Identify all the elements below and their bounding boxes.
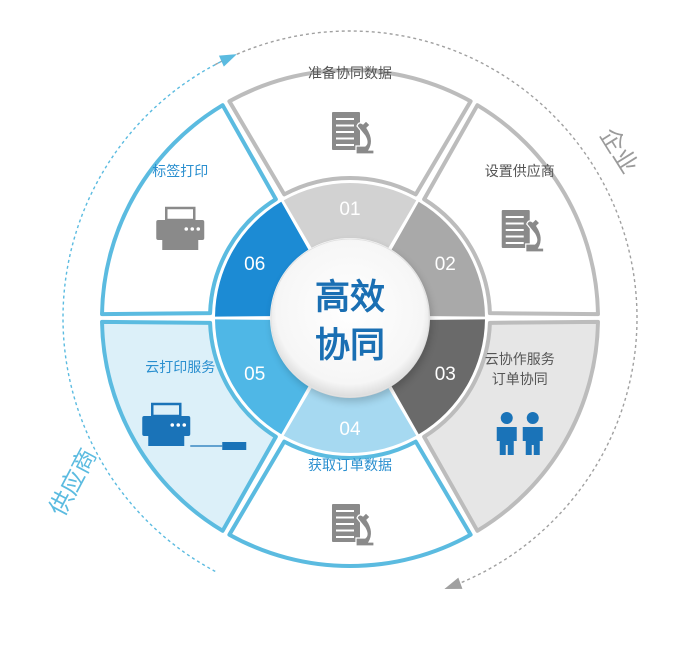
supplier-arrowhead-icon: [218, 54, 237, 67]
two-people-icon: [496, 412, 543, 455]
document-line: [336, 510, 354, 512]
document-line: [505, 242, 524, 244]
printer-button-dot: [176, 423, 181, 427]
printer-button-dot: [190, 227, 195, 231]
ring-wedge-shape: [391, 319, 485, 435]
enterprise-arrowhead-icon: [444, 577, 463, 590]
step-number: 05: [244, 364, 265, 385]
segment-04: 获取订单数据: [227, 439, 473, 568]
segment-label: 准备协同数据: [308, 65, 392, 82]
step-number: 01: [339, 199, 360, 220]
microscope-shape: [525, 218, 545, 253]
center-disc: [270, 238, 430, 398]
document-line: [505, 235, 524, 238]
segment-label: 标签打印: [152, 163, 208, 180]
person-body-shape: [496, 427, 517, 455]
segment-05: 云打印服务: [100, 319, 278, 533]
step-number: 04: [339, 419, 361, 440]
supplier-cycle-arrow: [62, 59, 225, 573]
printer-button-dot: [184, 227, 189, 231]
usb-plug-shape: [222, 442, 247, 450]
center-title-line1: 高效: [315, 278, 385, 318]
ring-wedge-06: 06: [215, 201, 309, 317]
document-line: [505, 229, 524, 231]
ring-wedge-shape: [283, 388, 417, 453]
document-line: [336, 536, 354, 538]
segment-shape: [422, 103, 600, 317]
step-number: 06: [244, 254, 265, 275]
document-line: [336, 137, 354, 140]
segment-label: 设置供应商: [485, 163, 555, 180]
document-microscope-icon: [332, 112, 375, 155]
document-line: [505, 222, 524, 225]
number-ring: 01 02 03 04 05 06: [215, 183, 485, 453]
segment-shape: [422, 319, 600, 533]
segment-06: 标签打印: [100, 103, 278, 317]
center-title-line2: 协同: [315, 326, 385, 366]
person-body-shape: [522, 427, 543, 455]
ring-wedge-05: 05: [215, 319, 309, 435]
segment-shape: [100, 103, 278, 317]
ring-wedge-shape: [283, 183, 417, 248]
document-line: [336, 523, 354, 525]
printer-button-dot: [182, 423, 187, 427]
printer-body-shape: [156, 220, 205, 240]
document-line: [336, 131, 354, 133]
segment-label: 获取订单数据: [308, 458, 392, 474]
ring-wedge-04: 04: [283, 388, 417, 453]
document-line: [505, 216, 524, 218]
person-head-shape: [526, 412, 539, 424]
document-line: [336, 516, 354, 519]
person-head-shape: [500, 412, 513, 424]
microscope-shape: [355, 120, 375, 155]
printer-cable-icon: [142, 402, 247, 450]
segment-label: 订单协同: [492, 372, 548, 388]
enterprise-side-label: 企业: [594, 123, 643, 179]
microscope-shape: [355, 512, 375, 547]
document-line: [336, 124, 354, 127]
printer-button-dot: [196, 227, 201, 231]
ring-wedge-03: 03: [391, 319, 485, 435]
segment-shape: [227, 439, 473, 568]
segment-02: 设置供应商: [422, 103, 600, 317]
document-microscope-icon: [501, 210, 545, 253]
document-line: [336, 118, 354, 120]
printer-icon: [156, 206, 205, 250]
enterprise-cycle-arrow: [214, 30, 638, 585]
printer-button-dot: [170, 423, 175, 427]
document-line: [336, 529, 354, 532]
ring-wedge-01: 01: [283, 183, 417, 248]
step-number: 02: [435, 254, 456, 275]
segment-01: 准备协同数据: [227, 65, 473, 197]
segment-label: 云协作服务: [485, 352, 555, 368]
document-line: [336, 144, 354, 146]
step-number: 03: [435, 364, 456, 385]
ring-wedge-shape: [215, 201, 309, 317]
segment-label: 云打印服务: [145, 359, 215, 376]
document-microscope-icon: [332, 504, 375, 547]
ring-wedge-shape: [215, 319, 309, 435]
supplier-side-label: 供应商: [44, 444, 103, 521]
ring-wedge-02: 02: [391, 201, 485, 317]
printer-body-shape: [142, 416, 191, 436]
ring-wedge-shape: [391, 201, 485, 317]
printer-base-shape: [162, 240, 199, 250]
printer-base-shape: [148, 436, 185, 446]
